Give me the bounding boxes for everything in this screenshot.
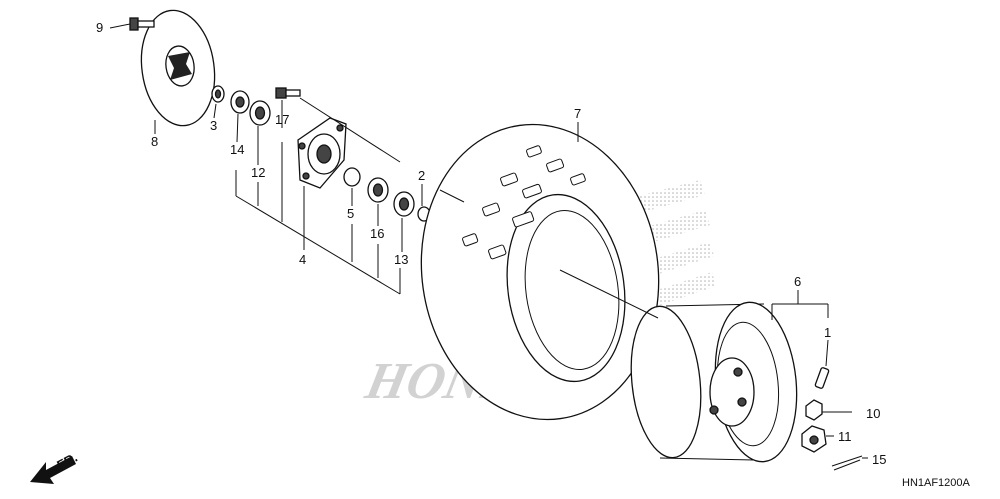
tire (420, 123, 660, 421)
callout-14: 14 (230, 142, 244, 157)
wheel-hub (297, 117, 347, 189)
callout-3: 3 (210, 118, 217, 133)
callout-4: 4 (299, 252, 306, 267)
wheel-rim (630, 301, 798, 463)
callout-17: 17 (275, 112, 289, 127)
valve-stem (814, 367, 830, 389)
cotter-pin (831, 455, 863, 471)
callout-6: 6 (794, 274, 801, 289)
spacer-5 (343, 167, 361, 187)
callout-7: 7 (574, 106, 581, 121)
castle-nut (801, 425, 827, 453)
callout-10: 10 (866, 406, 880, 421)
callout-9: 9 (96, 20, 103, 35)
bearing-14 (230, 90, 250, 114)
bearing-13 (393, 191, 415, 217)
brake-disc (140, 9, 216, 127)
bearing-12 (249, 100, 271, 126)
callout-1: 1 (824, 325, 831, 340)
callout-8: 8 (151, 134, 158, 149)
wheel-nut (805, 399, 823, 421)
callout-15: 15 (872, 452, 886, 467)
front-direction-arrow: FR. (30, 450, 80, 484)
callout-16: 16 (370, 226, 384, 241)
drawing-code: HN1AF1200A (902, 477, 971, 489)
callout-13: 13 (394, 252, 408, 267)
callout-12: 12 (251, 165, 265, 180)
oil-seal-3 (211, 85, 225, 103)
bearing-16 (367, 177, 389, 203)
callout-5: 5 (347, 206, 354, 221)
hub-bolt-17 (275, 87, 301, 99)
callout-11: 11 (838, 429, 852, 444)
callout-2: 2 (418, 168, 425, 183)
callouts: 9 8 3 14 12 17 4 5 16 13 2 7 6 1 10 11 1… (96, 20, 886, 467)
leader-lines (109, 23, 868, 459)
